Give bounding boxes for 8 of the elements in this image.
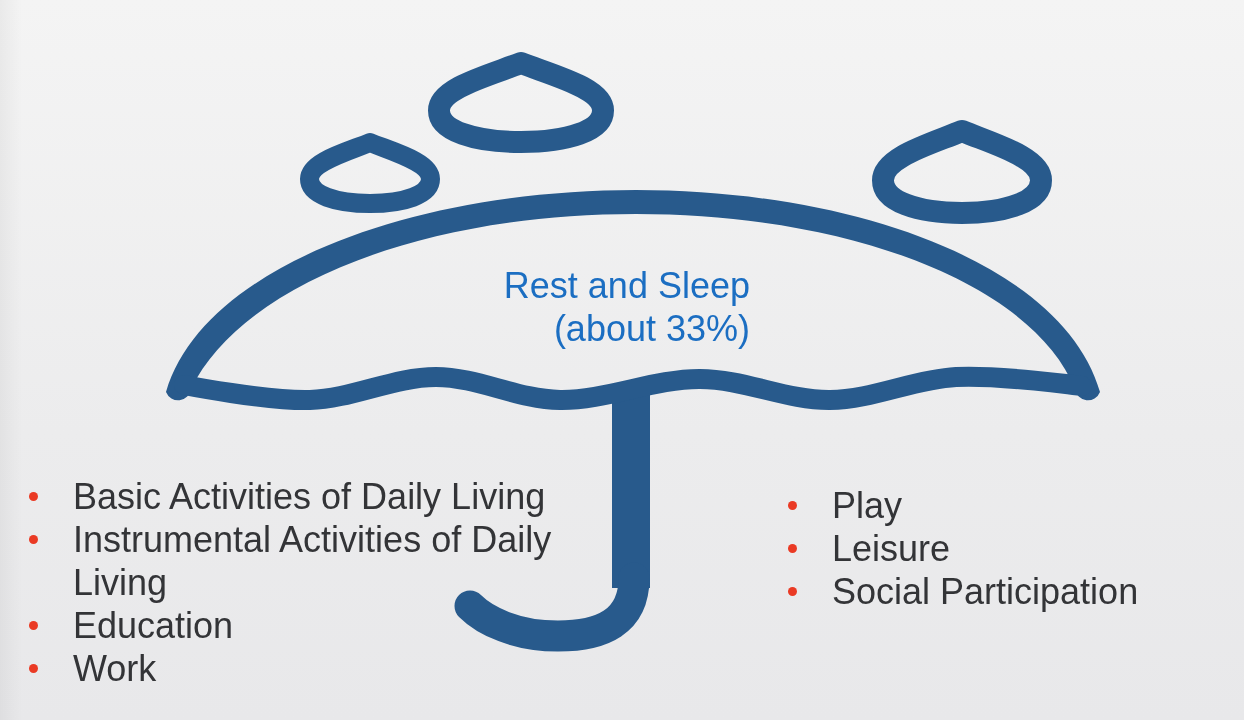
activity-label: Play (832, 484, 903, 527)
activity-label: Leisure (832, 527, 951, 570)
activity-label: Instrumental Activities of Daily Living (73, 518, 553, 604)
activity-label: Work (73, 647, 157, 690)
canopy-label: Rest and Sleep (about 33%) (502, 264, 750, 350)
activity-label: Social Participation (832, 570, 1139, 613)
activity-label: Basic Activities of Daily Living (73, 475, 546, 518)
activity-label: Education (73, 604, 234, 647)
